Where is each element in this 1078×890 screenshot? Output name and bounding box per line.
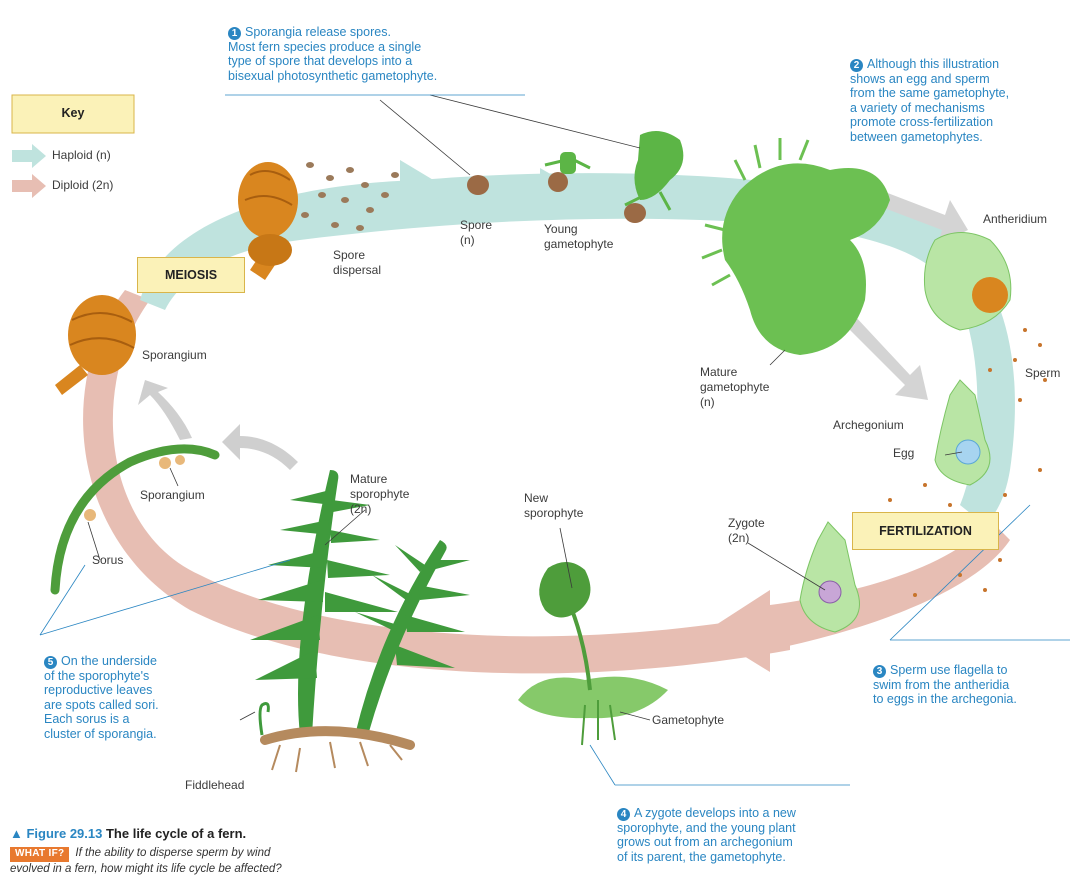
step-2-callout: 2Although this illustration shows an egg… (850, 42, 1009, 144)
label-egg: Egg (893, 446, 914, 461)
gray-arrow-sporophyte (222, 424, 298, 470)
fertilization-label: FERTILIZATION (852, 512, 999, 550)
zygote-archegonium (800, 522, 860, 632)
step-3-text: Sperm use flagella to swim from the anth… (873, 663, 1017, 707)
label-mature-sporophyte: Mature sporophyte (2n) (350, 472, 409, 517)
key-haploid-label: Haploid (n) (52, 148, 111, 163)
key-title: Key (12, 106, 134, 120)
label-mature-gametophyte: Mature gametophyte (n) (700, 365, 769, 410)
figure-number: ▲ Figure 29.13 (10, 826, 102, 841)
what-if-tag: WHAT IF? (10, 847, 69, 862)
step-5-text: On the underside of the sporophyte's rep… (44, 654, 159, 741)
label-sporangium-upper: Sporangium (142, 348, 207, 363)
key-diploid-label: Diploid (2n) (52, 178, 113, 193)
gray-arrow-sporangium (138, 380, 192, 440)
rhizome (265, 731, 410, 772)
label-spore: Spore (n) (460, 218, 492, 248)
mature-gametophyte (702, 138, 890, 355)
label-archegonium: Archegonium (833, 418, 904, 433)
figure-caption: ▲ Figure 29.13 The life cycle of a fern. (10, 826, 246, 841)
spore (467, 175, 489, 195)
label-sporangium-lower: Sporangium (140, 488, 205, 503)
figure-title: The life cycle of a fern. (106, 826, 246, 841)
step-5-callout: 5On the underside of the sporophyte's re… (44, 639, 159, 741)
key-diploid-swatch (12, 174, 46, 198)
key-haploid-swatch (12, 144, 46, 168)
label-young-gametophyte: Young gametophyte (544, 222, 613, 252)
what-if-question: WHAT IF?If the ability to disperse sperm… (10, 846, 450, 876)
step-4-callout: 4A zygote develops into a new sporophyte… (617, 791, 796, 864)
step-1-text: Sporangia release spores. Most fern spec… (228, 25, 437, 83)
label-fiddlehead: Fiddlehead (185, 778, 244, 793)
step-1-callout: 1Sporangia release spores. Most fern spe… (228, 10, 437, 83)
label-gametophyte: Gametophyte (652, 713, 724, 728)
step-1-number: 1 (228, 27, 241, 40)
step-3-number: 3 (873, 665, 886, 678)
fiddlehead (260, 704, 268, 735)
step-4-text: A zygote develops into a new sporophyte,… (617, 806, 796, 864)
label-sperm: Sperm (1025, 366, 1060, 381)
open-sporangium (238, 162, 298, 280)
label-new-sporophyte: New sporophyte (524, 491, 583, 521)
label-sorus: Sorus (92, 553, 123, 568)
step-2-text: Although this illustration shows an egg … (850, 57, 1009, 144)
step-2-number: 2 (850, 59, 863, 72)
meiosis-label: MEIOSIS (137, 257, 245, 293)
label-spore-dispersal: Spore dispersal (333, 248, 381, 278)
label-zygote: Zygote (2n) (728, 516, 765, 546)
label-antheridium: Antheridium (983, 212, 1047, 227)
step-3-callout: 3Sperm use flagella to swim from the ant… (873, 648, 1017, 707)
step-4-number: 4 (617, 808, 630, 821)
step-5-number: 5 (44, 656, 57, 669)
